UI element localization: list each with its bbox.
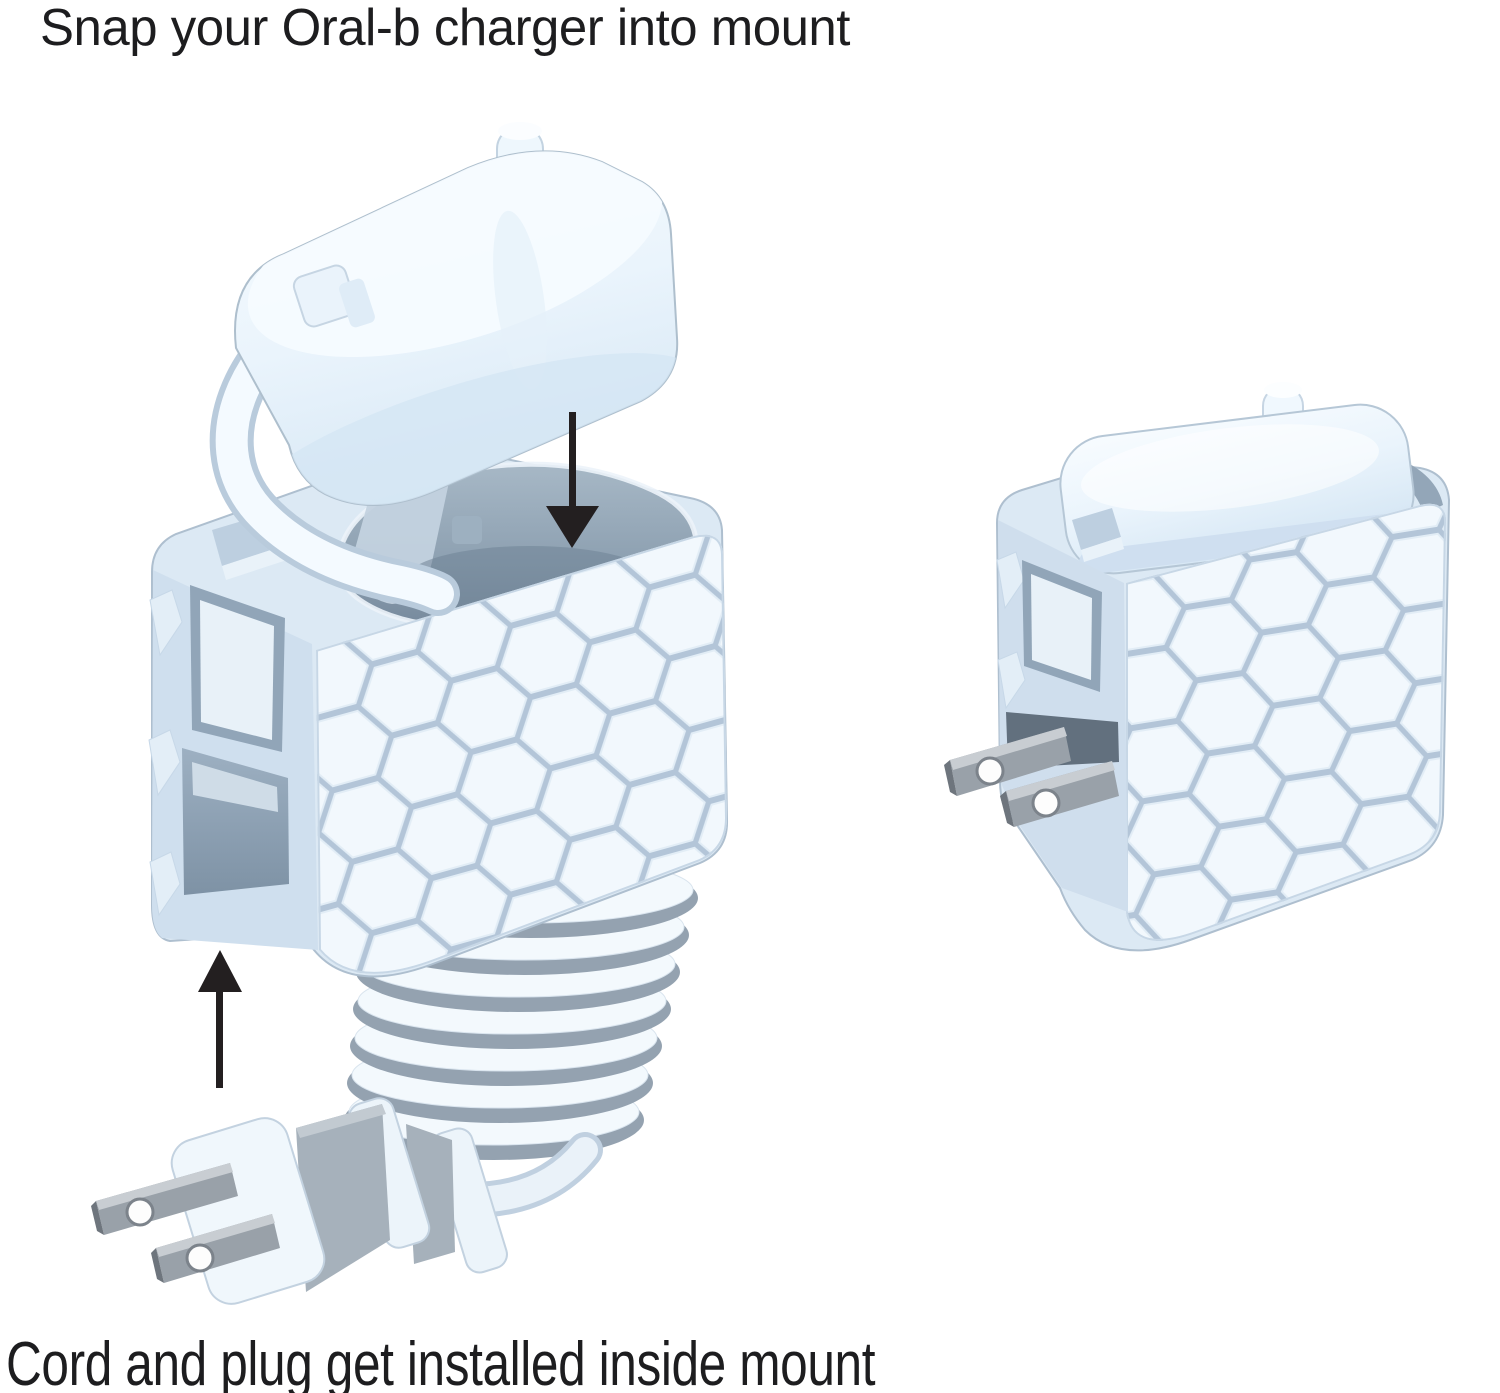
mount-inner-clip (452, 516, 482, 544)
oral-b-charger (234, 122, 679, 506)
plug-prong (944, 727, 1071, 796)
prong-hole (125, 1197, 155, 1227)
mount-side-window (182, 748, 289, 895)
coiled-cord (344, 856, 698, 1160)
prong-hole (1031, 788, 1061, 818)
mount-side-window (190, 585, 285, 752)
left-edge-hex-bump (997, 651, 1026, 710)
mount-side-window (1022, 560, 1102, 692)
top-caption: Snap your Oral-b charger into mount (40, 0, 850, 57)
plug-prong (151, 1214, 280, 1283)
plug-body-top (296, 1104, 386, 1138)
prong-hole (975, 756, 1005, 786)
left-edge-hex-bump (149, 589, 183, 657)
bottom-caption: Cord and plug get installed inside mount (6, 1330, 876, 1393)
prong-hole (185, 1243, 215, 1273)
plug-prong (1000, 761, 1119, 827)
mount-rim-notch (1072, 508, 1124, 562)
two-prong-plug (91, 1097, 508, 1305)
charger-gloss (1081, 424, 1379, 512)
assembled-view (944, 382, 1451, 952)
charger-cord-tab (292, 264, 375, 328)
exploded-view (91, 122, 729, 1305)
honeycomb-face (316, 534, 727, 974)
left-edge-hex-bump (149, 851, 181, 917)
plug-prong (91, 1163, 238, 1235)
left-edge-hex-bump (148, 729, 181, 797)
charger-under-lip (1079, 513, 1399, 575)
insert-arrow-down-icon (546, 412, 599, 548)
mount-assembled (944, 382, 1451, 952)
install-arrow-up-icon (198, 950, 242, 1088)
